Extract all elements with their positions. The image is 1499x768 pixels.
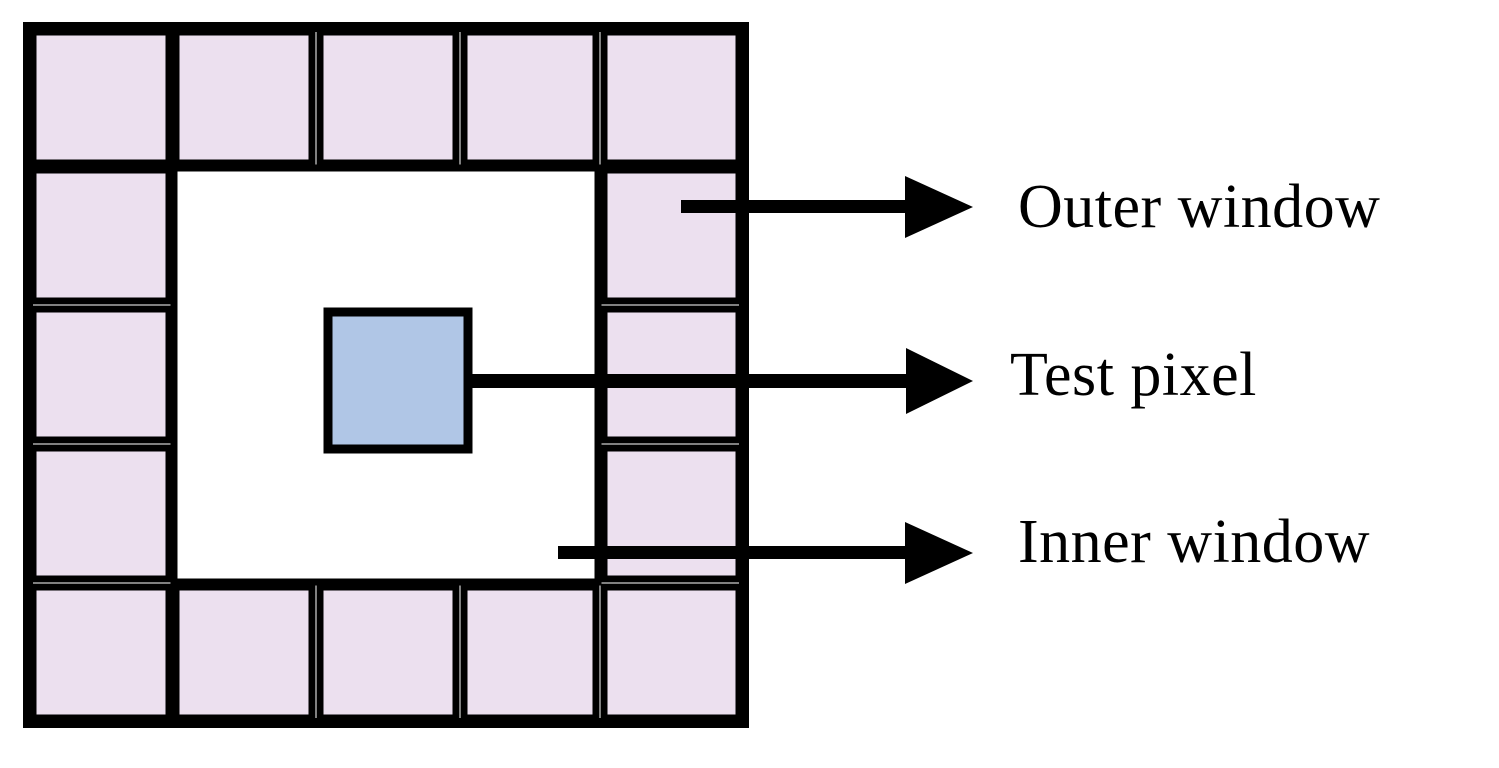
outer-cell-r3c4 [600,444,743,583]
outer-cell-r0c3 [460,28,600,167]
outer-cell-r2c0 [29,305,173,444]
outer-cell-r4c2 [316,583,460,722]
outer-cell-r0c2 [316,28,460,167]
outer-cell-r4c3 [460,583,600,722]
outer-window-label: Outer window [1018,173,1381,241]
outer-cell-r0c1 [172,28,316,167]
outer-window-arrow [681,176,973,238]
outer-cell-r3c0 [29,444,173,583]
outer-cell-r4c4 [600,583,743,722]
outer-cell-r4c1 [172,583,316,722]
outer-window-arrow-shaft [681,200,909,213]
test-pixel-arrowhead [906,348,973,414]
inner-window-arrowhead [905,522,973,584]
test-pixel-label: Test pixel [1010,341,1257,409]
test-pixel-arrow [466,348,973,414]
inner-window-label: Inner window [1018,508,1371,576]
outer-cell-r0c0 [29,28,173,167]
test-pixel-square [323,307,473,454]
inner-window-arrow [558,522,973,584]
outer-cell-r4c0 [29,583,173,722]
outer-cell-r1c0 [29,166,173,305]
outer-window-arrowhead [905,176,973,238]
outer-cell-r0c4 [600,28,743,167]
test-pixel-arrow-shaft [466,374,909,388]
outer-cell-r1c4 [600,166,743,305]
inner-window-arrow-shaft [558,546,909,559]
